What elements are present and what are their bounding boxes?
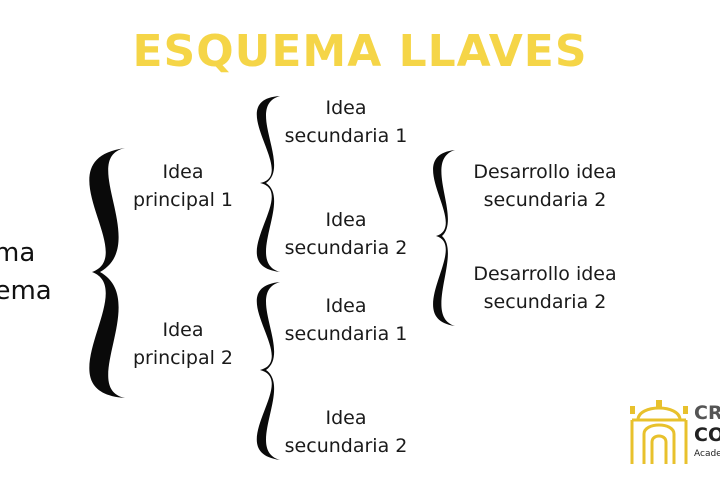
- node-label-line1: Idea: [325, 407, 367, 429]
- node-idea-secundaria-1-b: Idea secundaria 1: [280, 292, 412, 348]
- node-idea-secundaria-2-b: Idea secundaria 2: [280, 404, 412, 460]
- node-label-line1: Idea: [325, 295, 367, 317]
- node-idea-secundaria-2-a: Idea secundaria 2: [280, 206, 412, 262]
- node-label-line2: principal 1: [132, 189, 234, 211]
- node-label-line1: Idea: [162, 161, 204, 183]
- logo-text-2: CO: [694, 424, 720, 446]
- logo-text-1: CR: [694, 402, 720, 424]
- logo-text-3: Academ: [694, 449, 720, 459]
- node-desarrollo-b: Desarrollo idea secundaria 2: [464, 260, 626, 316]
- node-label-line2: principal 2: [132, 347, 234, 369]
- brace-principal-1: [256, 96, 280, 272]
- brace-principal-2: [256, 282, 280, 460]
- node-desarrollo-a: Desarrollo idea secundaria 2: [464, 158, 626, 214]
- node-idea-principal-1: Idea principal 1: [122, 158, 244, 214]
- root-line-2: uema: [0, 276, 52, 306]
- node-label-line2: secundaria 2: [483, 291, 607, 313]
- diagram-title: ESQUEMA LLAVES: [132, 26, 588, 77]
- brand-logo: CR CO Academ: [628, 398, 720, 470]
- root-node: ema uema: [0, 234, 52, 310]
- node-label-line1: Desarrollo idea: [473, 161, 617, 183]
- node-label-line1: Idea: [325, 97, 367, 119]
- node-label-line2: secundaria 1: [284, 125, 408, 147]
- node-label-line2: secundaria 2: [284, 435, 408, 457]
- arch-icon: [630, 400, 688, 464]
- node-idea-secundaria-1-a: Idea secundaria 1: [280, 94, 412, 150]
- node-label-line1: Idea: [325, 209, 367, 231]
- brace-secundaria-2: [433, 150, 455, 326]
- node-label-line1: Idea: [162, 319, 204, 341]
- node-label-line2: secundaria 2: [483, 189, 607, 211]
- node-label-line2: secundaria 1: [284, 323, 408, 345]
- root-line-1: ema: [0, 238, 36, 268]
- node-label-line2: secundaria 2: [284, 237, 408, 259]
- node-idea-principal-2: Idea principal 2: [122, 316, 244, 372]
- brace-root: [89, 148, 125, 398]
- node-label-line1: Desarrollo idea: [473, 263, 617, 285]
